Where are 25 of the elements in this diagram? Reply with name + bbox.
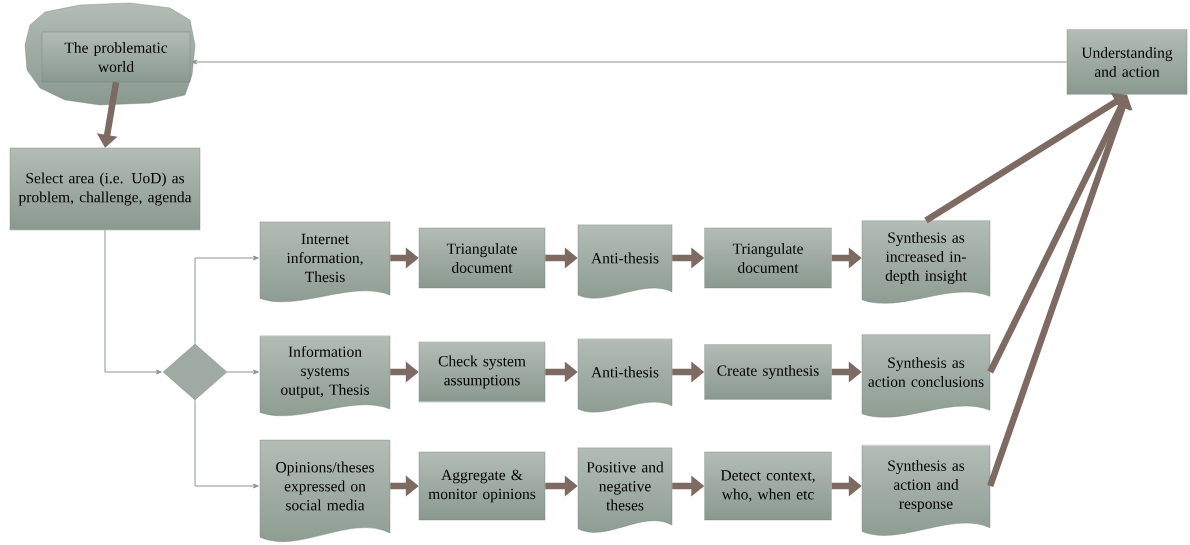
process-box: Select area (i.e. UoD) as problem, challenge, agenda [9, 147, 201, 231]
process-box: Understanding and action [1066, 29, 1188, 95]
document-box: Synthesis as increased in-depth insight [861, 220, 991, 304]
arrow [104, 229, 162, 375]
process-box: Create synthesis [704, 344, 832, 400]
document-box: Information systems output, Thesis [259, 335, 391, 416]
document-box: Internet information, Thesis [259, 221, 391, 302]
arrow [226, 369, 259, 375]
document-box: Anti-thesis [577, 338, 673, 413]
process-box: Triangulate document [704, 227, 832, 289]
arrow [924, 92, 1127, 224]
process-box: Detect context, who, when etc [704, 451, 832, 521]
process-box: Aggregate & monitor opinions [418, 451, 546, 521]
decision-diamond [162, 343, 228, 401]
document-box: Positive and negative theses [577, 447, 673, 533]
process-box: Triangulate document [418, 227, 546, 289]
document-box: Opinions/theses expressed on social media [259, 439, 391, 542]
arrow [194, 399, 259, 489]
document-box: Synthesis as action conclusions [861, 334, 991, 418]
arrow [191, 59, 1068, 65]
document-box: Anti-thesis [577, 224, 673, 299]
process-box: Check system assumptions [418, 341, 546, 403]
cloud-box: The problematic world [24, 2, 196, 106]
document-box: Synthesis as action and response [861, 445, 991, 536]
arrow [194, 255, 259, 345]
